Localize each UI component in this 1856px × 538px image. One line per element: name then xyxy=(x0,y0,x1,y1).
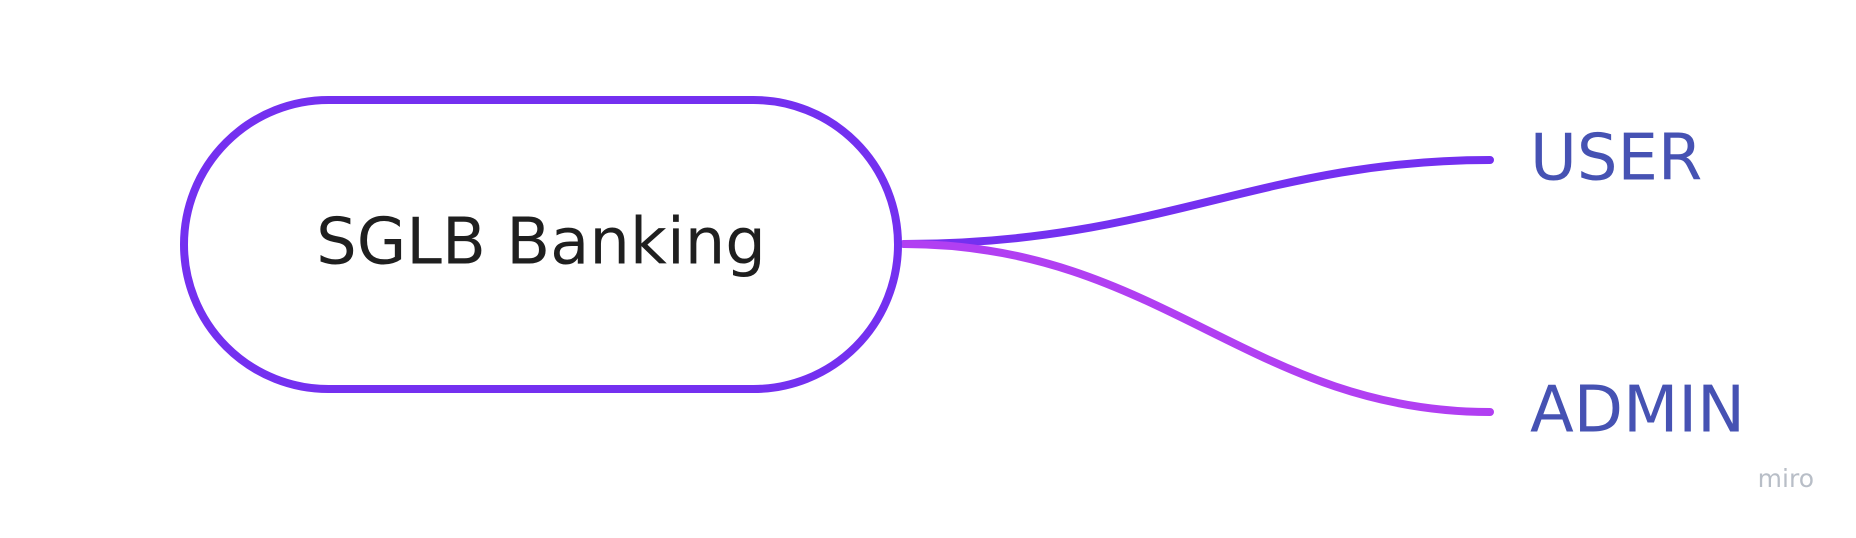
root-node-label: SGLB Banking xyxy=(316,206,766,280)
root-node-border xyxy=(180,96,902,393)
branch-label-user[interactable]: USER xyxy=(1530,122,1702,196)
branch-label-admin[interactable]: ADMIN xyxy=(1530,374,1745,448)
connector-line-admin xyxy=(900,240,1494,416)
miro-watermark: miro xyxy=(1758,464,1814,493)
root-node[interactable]: SGLB Banking xyxy=(180,96,902,393)
connector-line-user xyxy=(900,156,1494,248)
